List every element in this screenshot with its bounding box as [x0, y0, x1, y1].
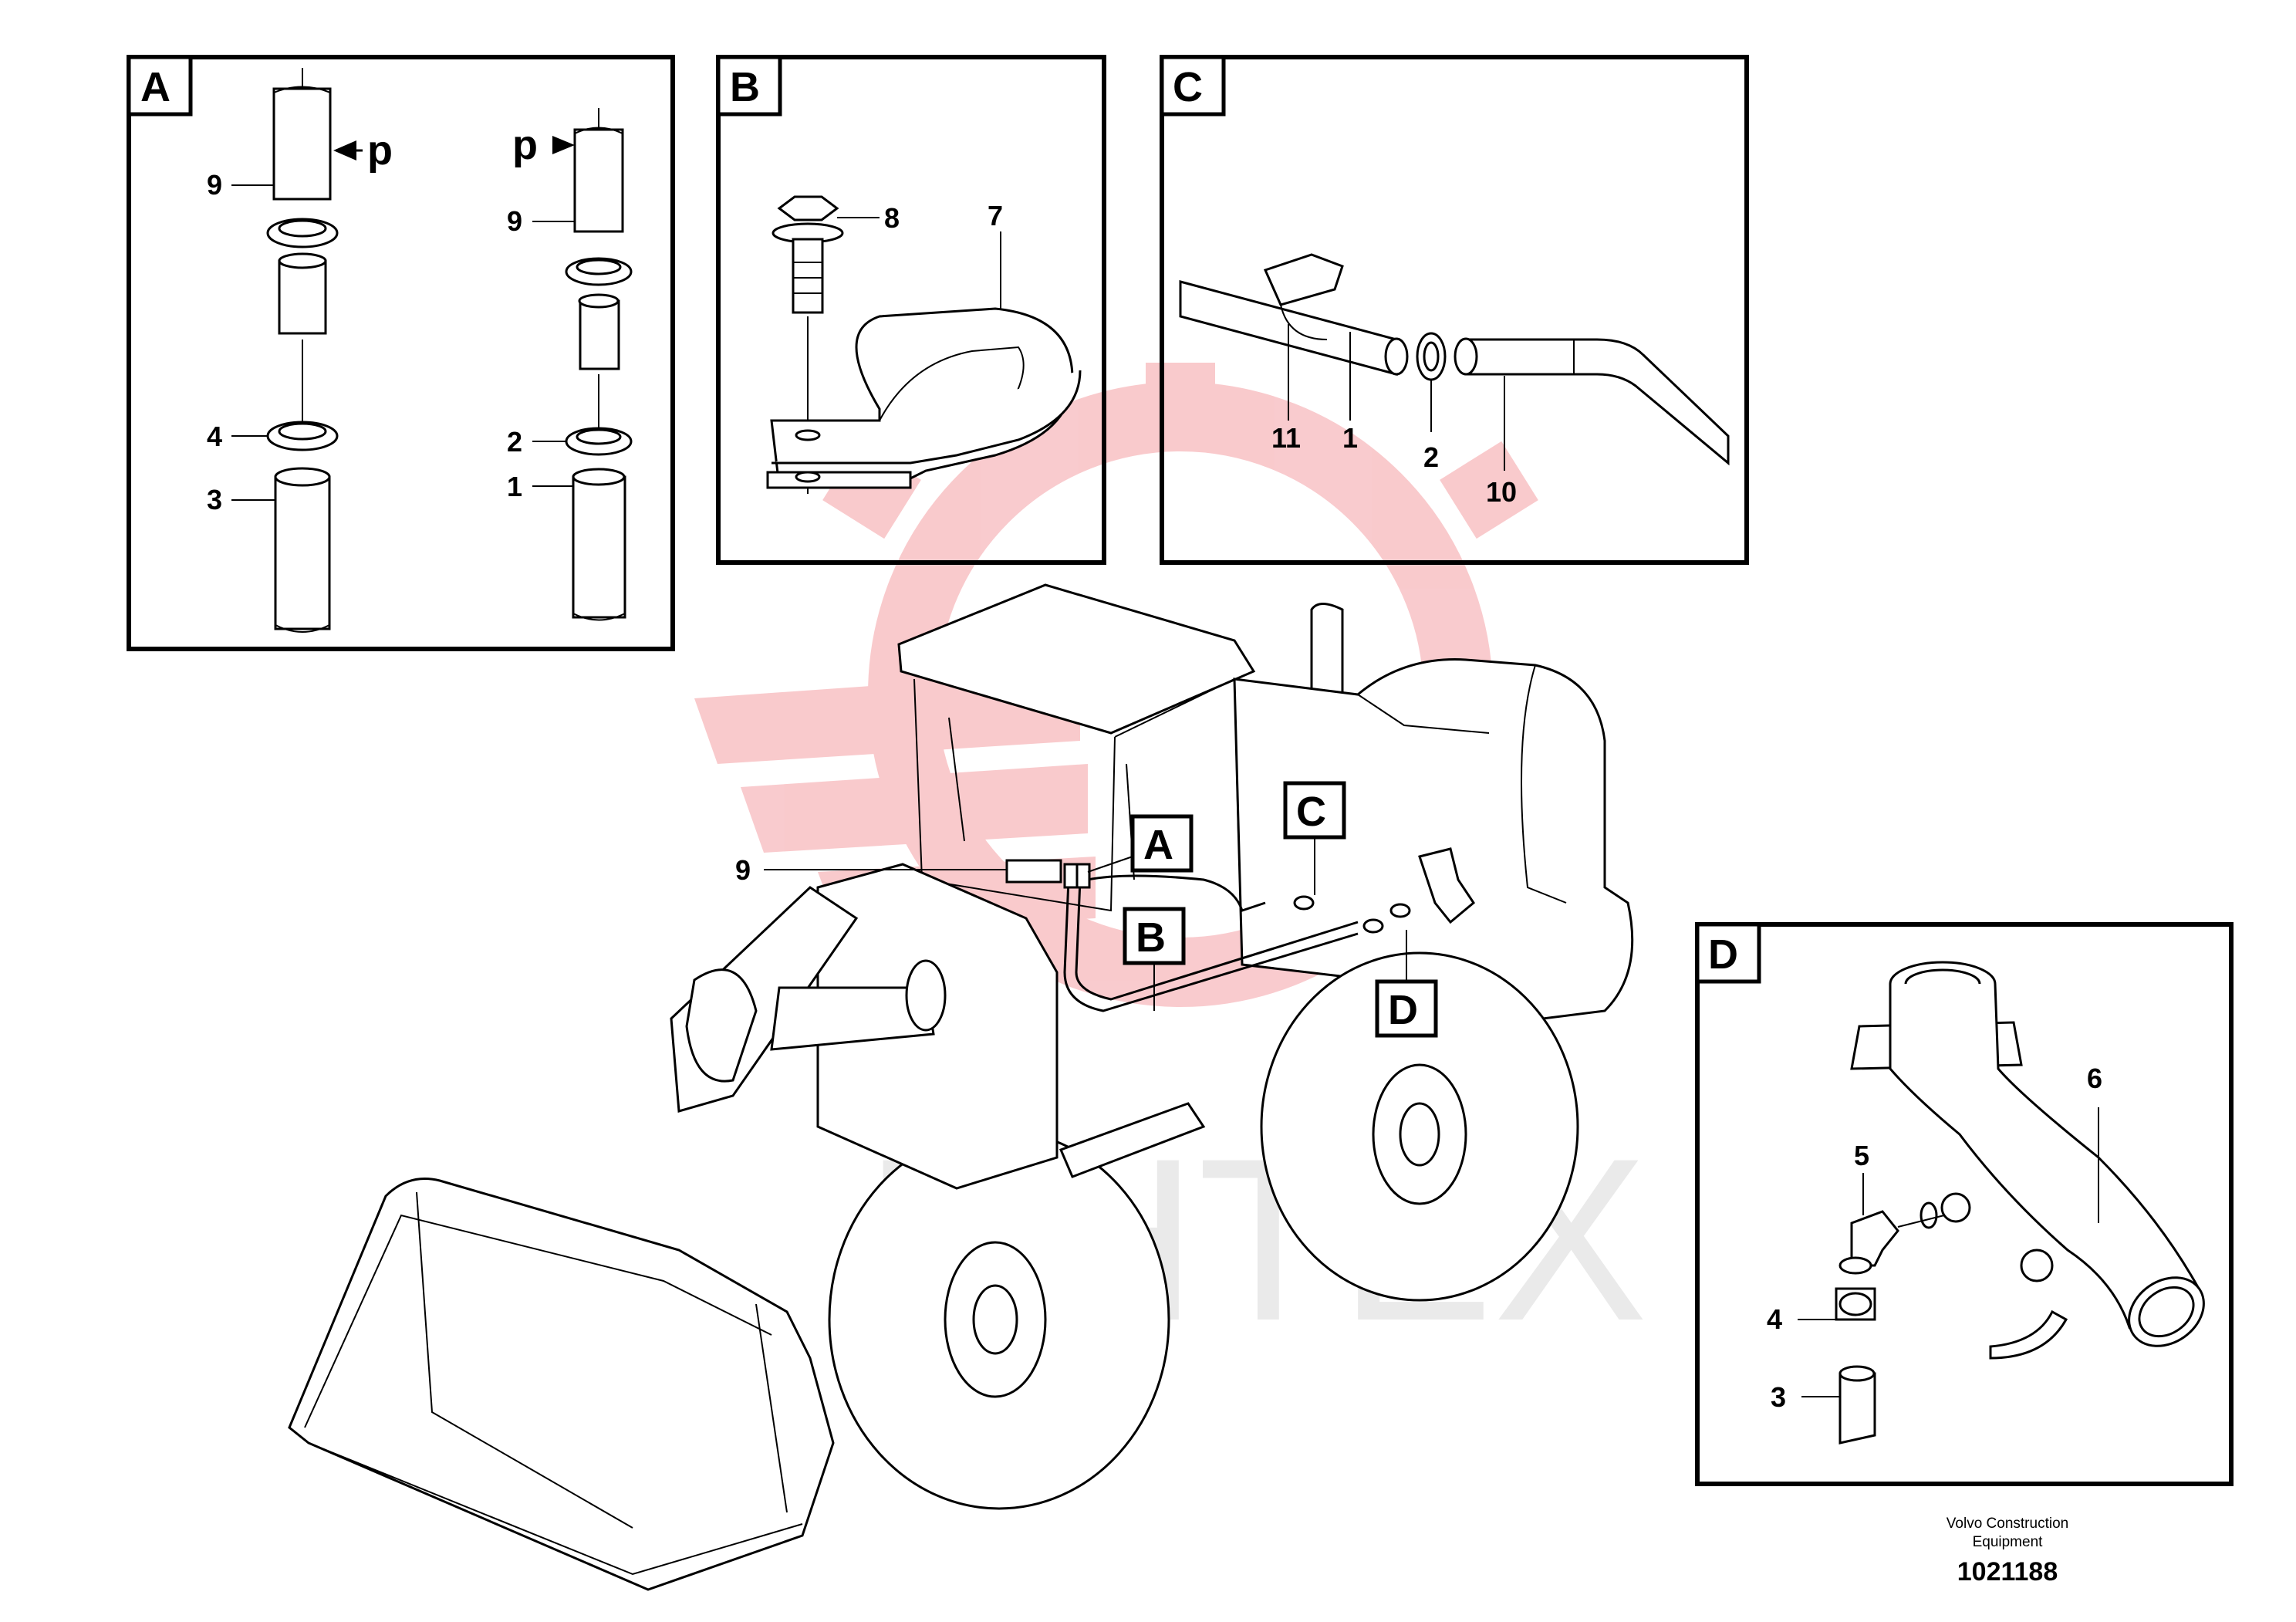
panel-c-tag	[1160, 55, 1226, 117]
drawing-number: 1021188	[1957, 1557, 2058, 1587]
panel-d-label-pipe: 6	[2087, 1063, 2102, 1094]
panel-a-right-stack: p 9 2 1	[507, 108, 633, 621]
panel-b-letter: B	[730, 64, 760, 110]
panel-b-label-bolt: 8	[884, 202, 900, 234]
panel-b-border	[716, 55, 1106, 565]
flange-bolt: 8	[772, 195, 900, 494]
panel-c-label-clip: 11	[1271, 422, 1301, 454]
hose-connector	[1005, 859, 1062, 884]
panel-a-left-arrow-label: p	[367, 127, 393, 174]
coolant-pipe: 6 5 4 3	[1767, 961, 2205, 1445]
elbow-fitting: 5	[1838, 1140, 1945, 1275]
title-block: Volvo Construction Equipment 1021188	[1947, 1516, 2068, 1587]
pipe-assembly: 11 1 2 10	[1179, 253, 1730, 508]
panel-b-label-clamp: 7	[988, 200, 1003, 231]
panel-a-right-arrow-label: p	[512, 122, 538, 168]
panel-a-right-label-top: 9	[507, 205, 522, 237]
tilt-cylinder	[1059, 1102, 1206, 1178]
panel-b-tag	[716, 55, 782, 117]
callout-a-letter: A	[1143, 822, 1173, 868]
coolant-outlet	[1418, 847, 1475, 924]
panel-c-letter: C	[1173, 64, 1203, 110]
panel-c-label-pipe: 1	[1342, 422, 1358, 454]
panel-a-left-label-clamp: 4	[207, 421, 222, 452]
bucket	[288, 1178, 835, 1591]
front-frame	[816, 863, 1059, 1190]
cab-roof	[897, 583, 1256, 735]
callout-d: D	[1375, 930, 1438, 1038]
callout-c: C	[1283, 781, 1346, 895]
panel-c: C 11 1 2 10	[1160, 55, 1749, 565]
front-wheel	[828, 1129, 1170, 1510]
panel-a-right-label-hose: 1	[507, 471, 522, 502]
callout-a: A	[1087, 814, 1194, 873]
rear-wheel	[1260, 951, 1579, 1302]
company-line-1: Volvo Construction	[1947, 1516, 2068, 1532]
panel-a-left-label-hose: 3	[207, 484, 222, 515]
company-line-2: Equipment	[1973, 1534, 2044, 1550]
pressure-arrow-icon	[552, 136, 575, 154]
panel-d-border	[1695, 922, 2234, 1486]
panel-a: A p 9 4 3	[127, 55, 675, 651]
pressure-arrow-icon	[333, 140, 356, 161]
panel-a-tag	[127, 55, 193, 117]
panel-a-left-label-top: 9	[207, 169, 222, 201]
panel-d-label-clamp: 4	[1767, 1303, 1782, 1335]
wheel-loader	[288, 583, 1634, 1591]
panel-d-tag	[1695, 922, 1761, 984]
panel-c-border	[1160, 55, 1749, 565]
panel-d-label-hose: 3	[1771, 1381, 1786, 1413]
panel-c-label-clamp: 2	[1423, 441, 1439, 473]
callout-b-letter: B	[1136, 914, 1166, 961]
heater-hose-routing	[1005, 847, 1475, 1012]
p-clamp: 7	[766, 200, 1082, 489]
callout-d-letter: D	[1388, 987, 1418, 1033]
panel-d-letter: D	[1708, 931, 1738, 978]
panel-a-letter: A	[140, 64, 171, 110]
panel-a-left-stack: p 9 4 3	[207, 68, 393, 633]
panel-a-right-label-clamp: 2	[507, 426, 522, 458]
main-part-label: 9	[735, 854, 751, 886]
panel-a-border	[127, 55, 675, 651]
hose-end: 3	[1771, 1365, 1876, 1445]
panel-d-label-elbow: 5	[1854, 1140, 1869, 1171]
panel-c-label-hose: 10	[1486, 476, 1517, 508]
panel-b: B 8 7	[716, 55, 1106, 565]
callout-c-letter: C	[1296, 789, 1326, 835]
callout-b: B	[1123, 907, 1186, 1011]
panel-d: D 6 5 4	[1695, 922, 2234, 1486]
hose-clamp: 4	[1767, 1287, 1876, 1335]
